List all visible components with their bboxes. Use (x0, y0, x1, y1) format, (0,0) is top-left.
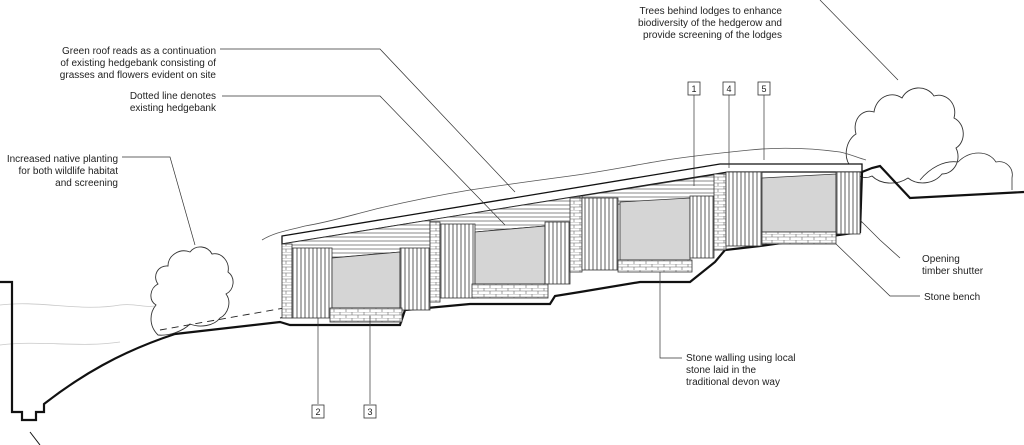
lodge-3 (581, 173, 727, 273)
svg-text:1: 1 (691, 84, 696, 94)
svg-text:for both wildlife habitat: for both wildlife habitat (18, 166, 118, 177)
svg-text:Trees behind lodges to enhance: Trees behind lodges to enhance (639, 6, 782, 17)
tag-2: 2 (311, 404, 325, 419)
svg-text:provide screening of the lodge: provide screening of the lodges (643, 30, 782, 41)
lodge-1 (281, 219, 431, 323)
svg-text:timber shutter: timber shutter (922, 266, 984, 277)
note-bench: Stone bench (924, 292, 980, 303)
svg-text:Stone bench: Stone bench (924, 292, 980, 303)
svg-text:biodiversity of the hedgerow a: biodiversity of the hedgerow and (638, 18, 782, 29)
svg-text:existing hedgebank: existing hedgebank (130, 103, 217, 114)
tag-5: 5 (757, 81, 771, 96)
svg-text:4: 4 (726, 84, 731, 94)
lodge-4 (725, 171, 861, 247)
svg-text:Increased native planting: Increased native planting (7, 154, 118, 165)
svg-text:Green roof reads as a continua: Green roof reads as a continuation (62, 46, 216, 57)
note-trees: Trees behind lodges to enhance biodivers… (638, 6, 782, 41)
svg-text:2: 2 (315, 407, 320, 417)
tag-1: 1 (687, 81, 701, 96)
note-stone-walling: Stone walling using local stone laid in … (686, 353, 796, 388)
right-tree (845, 87, 964, 184)
note-shutter: Opening timber shutter (922, 254, 984, 277)
note-planting: Increased native planting for both wildl… (7, 154, 118, 189)
ground-tail (29, 431, 41, 445)
left-tree (150, 246, 234, 336)
lodge-2 (429, 195, 583, 303)
note-green-roof: Green roof reads as a continuation of ex… (60, 46, 217, 81)
svg-text:grasses and flowers evident on: grasses and flowers evident on site (60, 70, 217, 81)
right-tree-outer (919, 152, 1013, 190)
tag-3: 3 (363, 404, 377, 419)
background-hedge (0, 303, 156, 346)
svg-text:Stone walling using local: Stone walling using local (686, 353, 796, 364)
svg-text:3: 3 (367, 407, 372, 417)
svg-text:of existing hedgebank consisti: of existing hedgebank consisting of (60, 58, 216, 69)
leader-lines (122, 0, 920, 404)
svg-text:5: 5 (761, 84, 766, 94)
svg-text:traditional devon way: traditional devon way (686, 377, 780, 388)
tag-4: 4 (722, 81, 736, 96)
note-dotted-line: Dotted line denotes existing hedgebank (130, 91, 217, 114)
svg-text:stone laid in the: stone laid in the (686, 365, 756, 376)
svg-text:and screening: and screening (55, 178, 118, 189)
roof-hedge (261, 147, 867, 241)
svg-text:Dotted line denotes: Dotted line denotes (130, 91, 216, 102)
svg-text:Opening: Opening (922, 254, 960, 265)
